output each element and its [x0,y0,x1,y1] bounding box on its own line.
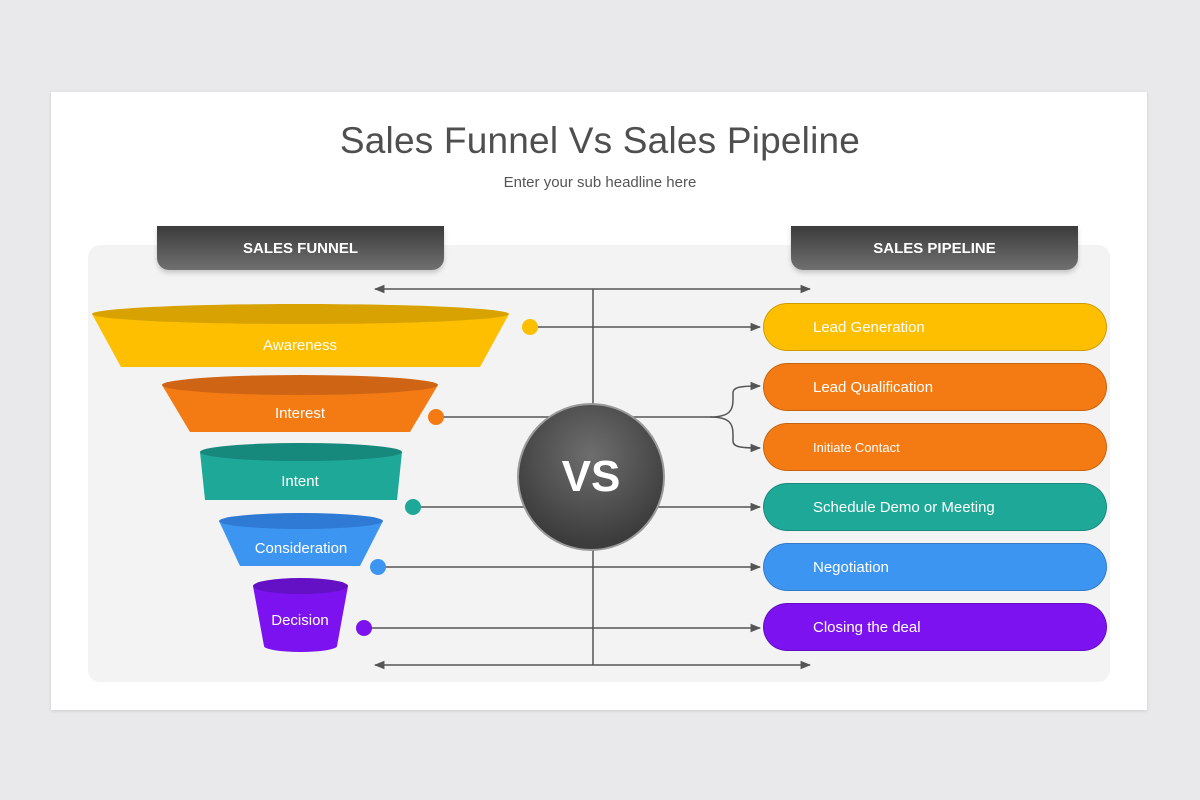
funnel-label-intent: Intent [281,473,319,490]
pipeline-stage-lead-qualification: Lead Qualification [763,363,1107,411]
funnel-label-interest: Interest [274,405,326,422]
connector-brace-upper [709,381,762,418]
funnel-stage-awareness [92,304,509,367]
funnel-stage-decision [253,578,348,652]
pipeline-stage-initiate-contact: Initiate Contact [763,423,1107,471]
funnel-stage-intent [200,443,402,500]
pipeline-stage-negotiation: Negotiation [763,543,1107,591]
dot-intent [405,499,421,515]
vs-circle: VS [517,403,665,551]
pipeline-stage-lead-generation: Lead Generation [763,303,1107,351]
sales-funnel-header: SALES FUNNEL [157,226,444,270]
page-subtitle: Enter your sub headline here [503,174,697,191]
funnel-label-decision: Decision [271,612,329,629]
pipeline-stage-closing: Closing the deal [763,603,1107,651]
connector-brace-lower [709,416,762,453]
funnel-stage-interest [162,375,438,432]
page-title: Sales Funnel Vs Sales Pipeline [339,120,861,161]
funnel-stage-consideration [219,513,383,566]
dot-awareness [522,319,538,335]
dot-interest [428,409,444,425]
pipeline-stage-schedule-demo: Schedule Demo or Meeting [763,483,1107,531]
funnel-label-awareness: Awareness [263,337,337,354]
sales-pipeline-header: SALES PIPELINE [791,226,1078,270]
dot-decision [356,620,372,636]
dot-consideration [370,559,386,575]
funnel-label-consideration: Consideration [254,540,348,557]
